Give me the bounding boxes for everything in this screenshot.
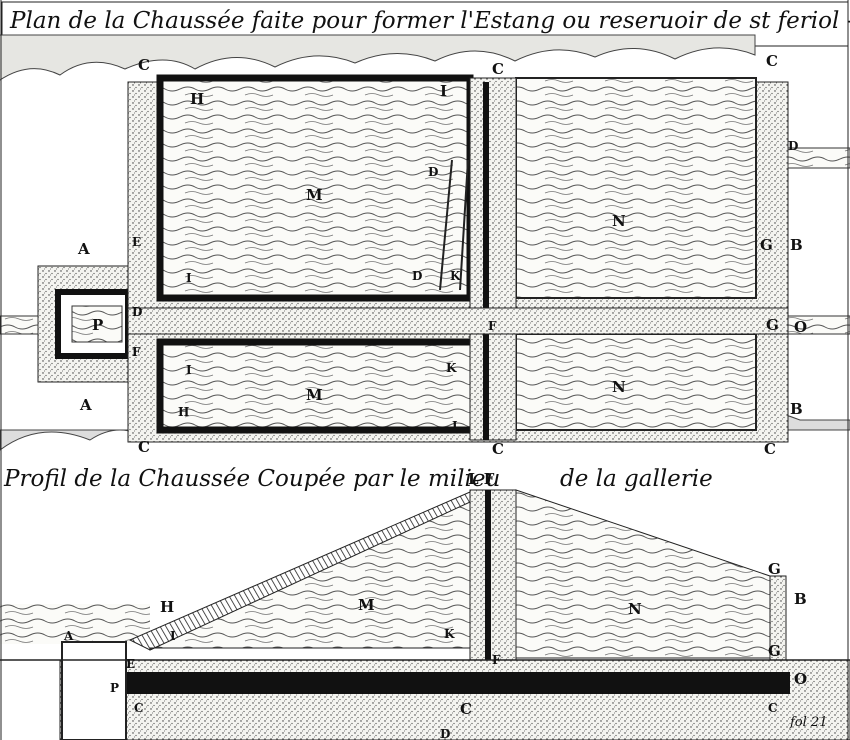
profile-gallery-band (120, 672, 790, 694)
label-a-top: A (77, 240, 90, 258)
label-d-right: D (788, 139, 798, 153)
profile-label-b: B (794, 590, 807, 608)
profile-gallery-opening (61, 641, 127, 740)
cloud-top (0, 34, 756, 81)
label-h-bottom: H (178, 405, 189, 419)
label-i-bottom-left: I (186, 363, 192, 377)
label-c-top-right: C (766, 52, 778, 70)
profile-label-k: K (444, 627, 455, 641)
label-i-left: I (186, 271, 192, 285)
profile-label-h: H (160, 598, 174, 616)
profile-basin-left (149, 501, 471, 651)
ladder (439, 159, 469, 291)
profile-label-f: F (492, 653, 501, 667)
profile-title-right: de la gallerie (560, 466, 713, 492)
label-d-left: D (132, 305, 142, 319)
label-c-top-left: C (138, 56, 150, 74)
profile-label-c-mid: C (460, 700, 472, 718)
label-n-top: N (612, 212, 626, 230)
left-channel (0, 315, 39, 335)
gallery-water (71, 305, 123, 343)
folio-number: fol 21 (789, 715, 827, 730)
profile-label-a: A (63, 629, 74, 643)
profile-view: H M K I N G B G O F E A P C C C D fol 21 (0, 489, 850, 740)
label-i-top: I (440, 82, 447, 100)
label-n-bottom: N (612, 378, 626, 396)
label-b-mid: B (790, 236, 803, 254)
label-p: P (92, 316, 103, 334)
gallery-corridor (127, 307, 789, 335)
profile-label-e: E (126, 657, 135, 671)
label-c-bottom-mid: C (492, 440, 504, 458)
label-a-bottom: A (79, 396, 92, 414)
profile-label-g-top: G (768, 560, 781, 578)
label-c-top-mid: C (492, 60, 504, 78)
profile-label-g-bottom: G (768, 642, 781, 660)
label-g-mid: G (760, 236, 773, 254)
label-d-inner-top: D (428, 165, 438, 179)
basin-bottom-right (515, 333, 757, 431)
profile-label-i: I (170, 629, 176, 643)
label-k-top: K (450, 269, 461, 283)
profile-label-o: O (794, 670, 807, 688)
label-c-bottom-left: C (138, 438, 150, 456)
profile-title: Profil de la Chaussée Coupée par le mili… (3, 466, 713, 492)
label-m-top: M (306, 186, 323, 204)
label-f-left: F (132, 345, 141, 359)
basin-top-right (515, 77, 757, 299)
label-k-bottom: K (446, 361, 457, 375)
profile-central-wall (469, 489, 517, 661)
label-h-top: H (190, 90, 204, 108)
profile-title-left: Profil de la Chaussée Coupée par le mili… (3, 466, 500, 492)
right-channel-top (787, 147, 850, 169)
profile-label-d-bottom: D (440, 727, 450, 740)
label-m-bottom: M (306, 386, 323, 404)
profile-label-n: N (628, 600, 642, 618)
basin-top-left (156, 74, 474, 302)
profile-basin-right (515, 489, 771, 659)
label-b-bottom: B (790, 400, 803, 418)
basin-bottom-left (156, 338, 484, 434)
label-l-bottom: L (452, 419, 461, 433)
profile-title-mid: L F (468, 470, 495, 488)
profile-water-left (0, 604, 150, 644)
profile-label-c-left: C (134, 701, 144, 715)
profile-label-m: M (358, 596, 375, 614)
label-d-inner-bottom: D (412, 269, 422, 283)
profile-label-c-right: C (768, 701, 778, 715)
label-c-bottom-right: C (764, 440, 776, 458)
plan-view: C C C H I M N D D K I D A A E D F P F G … (0, 34, 850, 458)
label-g-center: G (766, 316, 779, 334)
plan-title-text: Plan de la Chaussée faite pour former l'… (9, 8, 850, 34)
profile-label-p: P (110, 681, 119, 695)
label-e-left: E (132, 235, 141, 249)
label-f-center: F (488, 319, 497, 333)
central-wall (469, 77, 517, 441)
label-o-center: O (794, 318, 807, 336)
